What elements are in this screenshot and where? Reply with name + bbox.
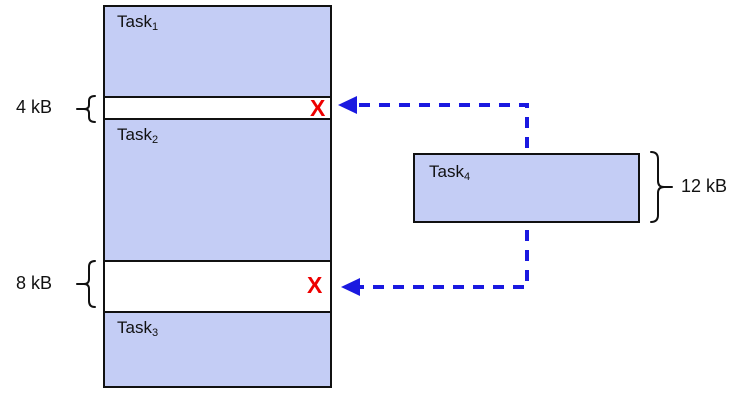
- main-memory-column: Task1 Task2 Task3: [103, 5, 332, 388]
- memory-hole-8kb: [105, 262, 330, 311]
- memory-segment-task2: Task2: [105, 118, 330, 262]
- reject-x-hole2: X: [307, 272, 323, 298]
- memory-segment-task1: Task1: [105, 7, 330, 98]
- segment-label-task1: Task1: [117, 12, 159, 33]
- memory-segment-task3: Task3: [105, 311, 330, 386]
- segment-label-task2: Task2: [117, 125, 159, 146]
- brace-4kb: [83, 95, 96, 123]
- segment-label-task4: Task4: [429, 162, 471, 183]
- brace-12kb: [650, 151, 665, 223]
- hole1-size-label: 4 kB: [16, 97, 53, 117]
- reject-x-hole1: X: [310, 95, 326, 121]
- arrow-to-hole2-head: [341, 278, 360, 296]
- arrow-to-hole1-head: [338, 96, 357, 114]
- task4-size-label: 12 kB: [681, 176, 728, 196]
- hole2-size-label: 8 kB: [16, 273, 53, 293]
- incoming-task4-box: Task4: [413, 153, 640, 223]
- memory-hole-4kb: [105, 98, 330, 118]
- brace-8kb: [83, 260, 96, 308]
- segment-label-task3: Task3: [117, 318, 159, 339]
